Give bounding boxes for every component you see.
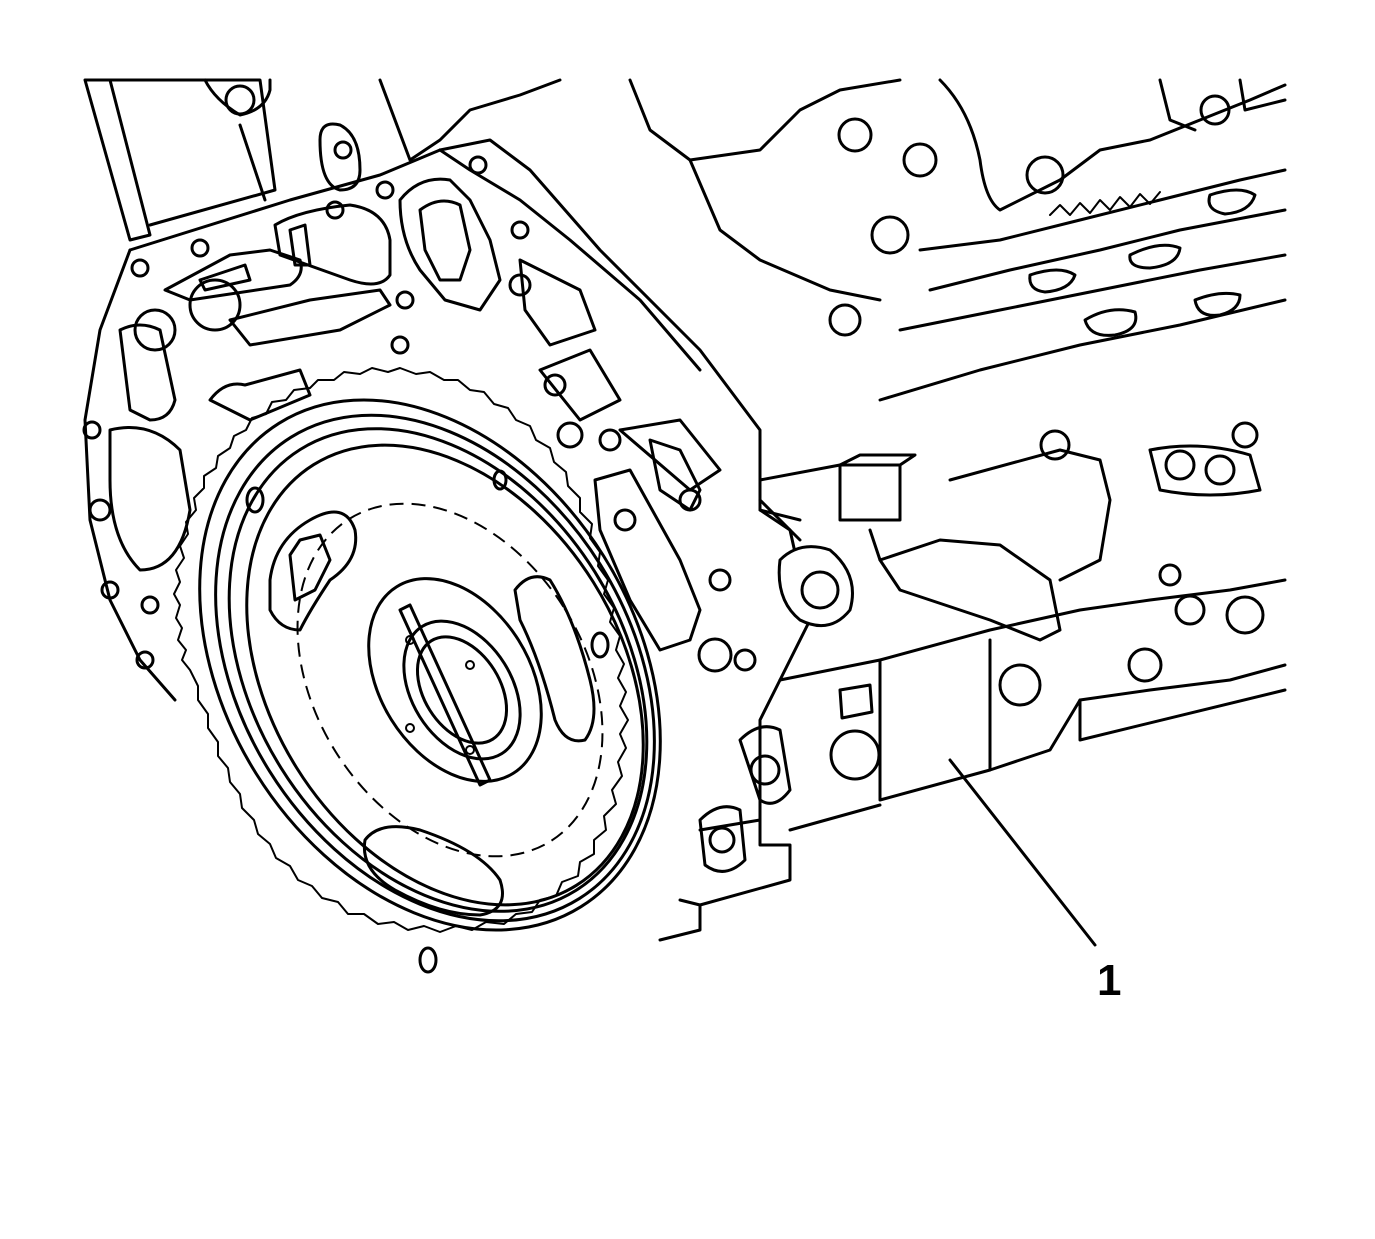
ring-gear-teeth <box>173 367 629 933</box>
engine-block <box>83 78 1287 942</box>
flywheel <box>173 367 662 974</box>
callout-label: 1 <box>1097 956 1121 1005</box>
rear-engine-plate <box>82 138 882 873</box>
callout-1: 1 <box>948 758 1121 1005</box>
callout-leader-line <box>948 758 1097 947</box>
